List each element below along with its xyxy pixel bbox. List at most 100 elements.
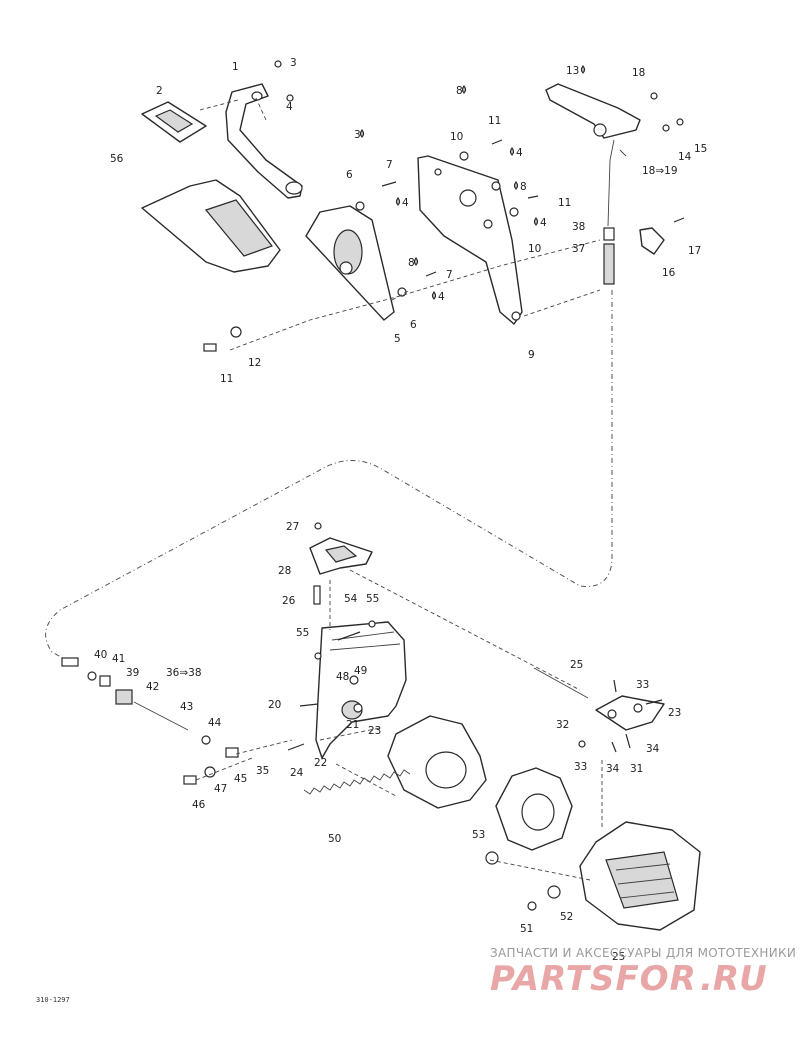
callout: 23: [368, 725, 381, 737]
droplet-icon: [413, 256, 419, 266]
part-rod-25: [533, 667, 589, 699]
watermark-brand: PARTSFOR: [490, 959, 697, 999]
callout: 47: [214, 783, 227, 795]
callout: 33: [574, 761, 587, 773]
callout: 23: [668, 707, 681, 719]
callout: 24: [290, 767, 304, 779]
callout: 38: [572, 221, 585, 233]
droplet-icon: [580, 64, 586, 74]
callout: 18⇒19: [642, 165, 678, 177]
callout: 22: [314, 757, 327, 769]
watermark: ЗАПЧАСТИ И АКСЕССУАРЫ ДЛЯ МОТОТЕХНИКИ PA…: [490, 946, 796, 999]
callout: 27: [286, 521, 299, 533]
callout: 20: [268, 699, 281, 711]
callout: 33: [636, 679, 649, 691]
callout: 4: [516, 147, 523, 159]
callout: 55: [296, 627, 309, 639]
droplet-icon: [461, 84, 467, 94]
callout: 6: [346, 169, 353, 181]
callout: 18: [632, 67, 645, 79]
watermark-tld: .RU: [700, 959, 767, 999]
callout: 34: [606, 763, 620, 775]
callout: 39: [126, 667, 139, 679]
droplet-icon: [431, 290, 437, 300]
droplet-icon: [509, 146, 515, 156]
callout: 2: [156, 85, 163, 97]
callout: 7: [446, 269, 453, 281]
callout: 51: [520, 923, 533, 935]
droplet-icon: [533, 216, 539, 226]
callout: 37: [572, 243, 585, 255]
callout: 1: [232, 61, 239, 73]
part-mount-frame: [315, 621, 407, 759]
callout: 3: [354, 129, 361, 141]
callout: 48: [336, 671, 349, 683]
part-cover: [141, 179, 281, 273]
callout: 55: [366, 593, 379, 605]
callout: 54: [344, 593, 358, 605]
callout: 8: [520, 181, 527, 193]
callout: 7: [386, 159, 393, 171]
callout: 17: [688, 245, 701, 257]
callout-labels: 1 2 3 4 56 3 6 7 4 8 7 4 5 6 11 12 8 11 …: [94, 57, 707, 963]
assembly-leader-lines-upper: [199, 97, 601, 351]
part-bracket-32: [595, 695, 665, 731]
callout: 10: [528, 243, 541, 255]
callout: 9: [528, 349, 535, 361]
callout: 13: [566, 65, 579, 77]
callout: 36⇒38: [166, 667, 202, 679]
part-plate-9: [417, 155, 523, 325]
droplet-icon-group: [359, 64, 586, 300]
callout: 25: [570, 659, 583, 671]
part-lever-arm: [225, 83, 303, 199]
callout: 41: [112, 653, 125, 665]
callout: 49: [354, 665, 367, 677]
callout: 14: [678, 151, 692, 163]
callout: 52: [560, 911, 573, 923]
part-plate-16: [639, 227, 665, 255]
part-bracket-5: [305, 205, 395, 321]
callout: 12: [248, 357, 261, 369]
callout: 3: [290, 57, 297, 69]
callout: 46: [192, 799, 206, 811]
callout: 4: [540, 217, 547, 229]
callout: 11: [220, 373, 233, 385]
callout: 10: [450, 131, 463, 143]
callout: 11: [558, 197, 571, 209]
callout: 8: [408, 257, 415, 269]
part-bracket-28: [309, 537, 373, 575]
part-pedal-plate: [141, 101, 207, 143]
callout: 31: [630, 763, 643, 775]
part-cable-adjuster: [61, 657, 189, 731]
droplet-icon: [395, 196, 401, 206]
callout: 35: [256, 765, 269, 777]
watermark-tagline: ЗАПЧАСТИ И АКСЕССУАРЫ ДЛЯ МОТОТЕХНИКИ: [490, 946, 796, 960]
hardware-upper: [203, 60, 685, 352]
callout: 15: [694, 143, 707, 155]
callout: 28: [278, 565, 291, 577]
part-cover-ring: [495, 767, 573, 851]
assembly-leader-lines-lower: [195, 569, 603, 881]
callout: 44: [208, 717, 222, 729]
callout: 5: [394, 333, 401, 345]
droplet-icon: [359, 128, 365, 138]
drawing-reference-code: 310-1297: [36, 996, 70, 1004]
part-cable-end: [603, 227, 615, 285]
callout: 4: [438, 291, 445, 303]
part-pump-housing: [387, 715, 487, 809]
callout: 32: [556, 719, 569, 731]
callout: 8: [456, 85, 463, 97]
callout: 16: [662, 267, 676, 279]
callout: 40: [94, 649, 107, 661]
callout: 34: [646, 743, 660, 755]
callout: 4: [286, 101, 293, 113]
callout: 11: [488, 115, 501, 127]
part-spring-50: [303, 769, 411, 795]
control-cable: [45, 290, 613, 661]
part-arm-13: [545, 83, 641, 227]
callout: 56: [110, 153, 124, 165]
callout: 6: [410, 319, 417, 331]
callout: 45: [234, 773, 247, 785]
hardware-lower: [183, 522, 663, 911]
